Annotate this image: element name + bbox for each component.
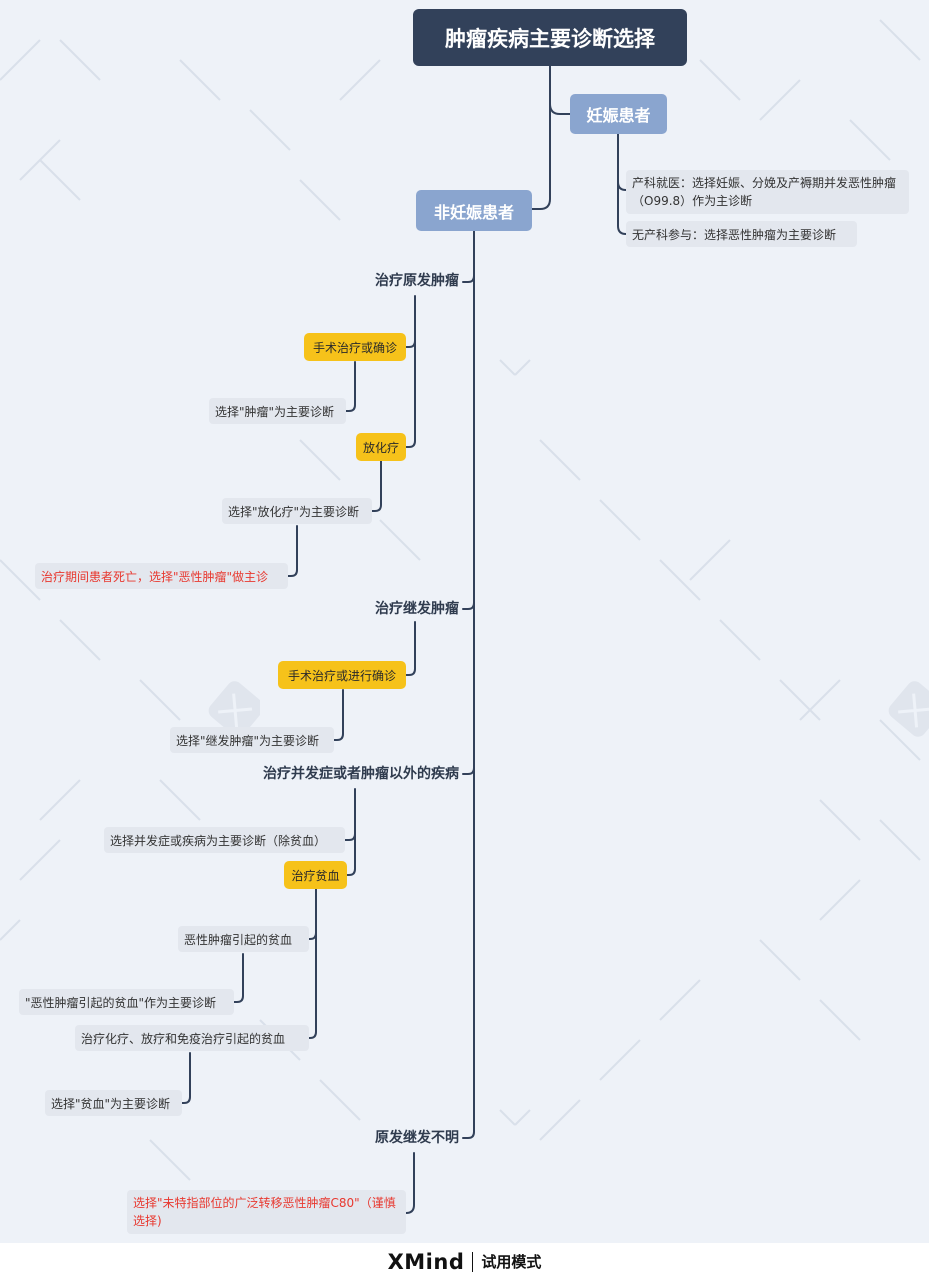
leaf-tumor-anemia-text: 恶性肿瘤引起的贫血	[184, 932, 293, 947]
topic-primary-surgery[interactable]: 手术治疗或确诊	[304, 333, 406, 361]
leaf-death-during-treatment[interactable]: 治疗期间患者死亡，选择"恶性肿瘤"做主诊	[35, 563, 288, 589]
topic-unknown-origin-label: 原发继发不明	[375, 1130, 459, 1146]
leaf-complication-choice[interactable]: 选择并发症或疾病为主要诊断（除贫血）	[104, 827, 345, 853]
topic-unknown-origin[interactable]: 原发继发不明	[330, 1129, 459, 1147]
leaf-radio-chemo-choice[interactable]: 选择"放化疗"为主要诊断	[222, 498, 372, 524]
branch-non-pregnant-label: 非妊娠患者	[433, 202, 514, 222]
branch-pregnant-label: 妊娠患者	[586, 106, 651, 125]
leaf-no-obstetric-text: 无产科参与：选择恶性肿瘤为主要诊断	[632, 227, 837, 242]
leaf-radio-chemo-choice-text: 选择"放化疗"为主要诊断	[228, 504, 360, 519]
leaf-treatment-anemia[interactable]: 治疗化疗、放疗和免疫治疗引起的贫血	[75, 1025, 309, 1051]
leaf-death-during-treatment-text: 治疗期间患者死亡，选择"恶性肿瘤"做主诊	[41, 569, 269, 584]
leaf-treatment-anemia-choice[interactable]: 选择"贫血"为主要诊断	[45, 1090, 182, 1116]
leaf-unknown-choice-text: 选择"未特指部位的广泛转移恶性肿瘤C80"（谨慎选择)	[133, 1196, 396, 1228]
branch-non-pregnant[interactable]: 非妊娠患者	[416, 190, 532, 231]
topic-primary-tumor-label: 治疗原发肿瘤	[375, 273, 459, 289]
mindmap-canvas: 肿瘤疾病主要诊断选择 妊娠患者 产科就医：选择妊娠、分娩及产褥期并发恶性肿瘤（O…	[0, 9, 929, 1234]
leaf-tumor-anemia[interactable]: 恶性肿瘤引起的贫血	[178, 926, 309, 952]
leaf-unknown-choice[interactable]: 选择"未特指部位的广泛转移恶性肿瘤C80"（谨慎选择)	[127, 1190, 406, 1234]
leaf-complication-choice-text: 选择并发症或疾病为主要诊断（除贫血）	[110, 833, 327, 848]
topic-secondary-surgery-label: 手术治疗或进行确诊	[287, 668, 396, 683]
leaf-primary-surgery-choice[interactable]: 选择"肿瘤"为主要诊断	[209, 398, 346, 424]
leaf-tumor-anemia-choice[interactable]: "恶性肿瘤引起的贫血"作为主要诊断	[19, 989, 234, 1015]
footer-separator	[472, 1251, 474, 1272]
branch-pregnant[interactable]: 妊娠患者	[570, 94, 667, 134]
watermark-pattern	[0, 19, 921, 1181]
watermark-logo-right	[888, 681, 929, 737]
topic-complication-label: 治疗并发症或者肿瘤以外的疾病	[263, 766, 459, 782]
watermark-logo-left	[208, 681, 260, 737]
topic-anemia[interactable]: 治疗贫血	[284, 861, 347, 889]
footer-mode: 试用模式	[481, 1253, 542, 1271]
topic-anemia-label: 治疗贫血	[291, 868, 340, 883]
topic-secondary-tumor[interactable]: 治疗继发肿瘤	[300, 600, 459, 618]
leaf-treatment-anemia-choice-text: 选择"贫血"为主要诊断	[51, 1096, 171, 1111]
leaf-treatment-anemia-text: 治疗化疗、放疗和免疫治疗引起的贫血	[81, 1031, 286, 1046]
topic-radio-chemo[interactable]: 放化疗	[356, 433, 406, 461]
leaf-secondary-surgery-choice-text: 选择"继发肿瘤"为主要诊断	[176, 733, 320, 748]
topic-primary-tumor[interactable]: 治疗原发肿瘤	[300, 272, 459, 290]
trial-footer: XMind 试用模式	[0, 1243, 929, 1280]
leaf-obstetric-care-text: 产科就医：选择妊娠、分娩及产褥期并发恶性肿瘤（O99.8）作为主诊断	[632, 176, 897, 208]
leaf-obstetric-care[interactable]: 产科就医：选择妊娠、分娩及产褥期并发恶性肿瘤（O99.8）作为主诊断	[626, 170, 909, 214]
topic-complication[interactable]: 治疗并发症或者肿瘤以外的疾病	[230, 765, 459, 783]
topic-secondary-surgery[interactable]: 手术治疗或进行确诊	[278, 661, 406, 689]
root-title: 肿瘤疾病主要诊断选择	[445, 26, 655, 51]
footer-brand: XMind	[387, 1249, 465, 1274]
topic-radio-chemo-label: 放化疗	[362, 440, 399, 455]
leaf-no-obstetric[interactable]: 无产科参与：选择恶性肿瘤为主要诊断	[626, 221, 857, 247]
topic-secondary-tumor-label: 治疗继发肿瘤	[375, 601, 459, 617]
leaf-tumor-anemia-choice-text: "恶性肿瘤引起的贫血"作为主要诊断	[25, 995, 217, 1010]
leaf-secondary-surgery-choice[interactable]: 选择"继发肿瘤"为主要诊断	[170, 727, 334, 753]
root-topic[interactable]: 肿瘤疾病主要诊断选择	[413, 9, 687, 66]
topic-primary-surgery-label: 手术治疗或确诊	[312, 340, 397, 355]
leaf-primary-surgery-choice-text: 选择"肿瘤"为主要诊断	[215, 404, 335, 419]
connector-lines	[181, 65, 627, 1214]
